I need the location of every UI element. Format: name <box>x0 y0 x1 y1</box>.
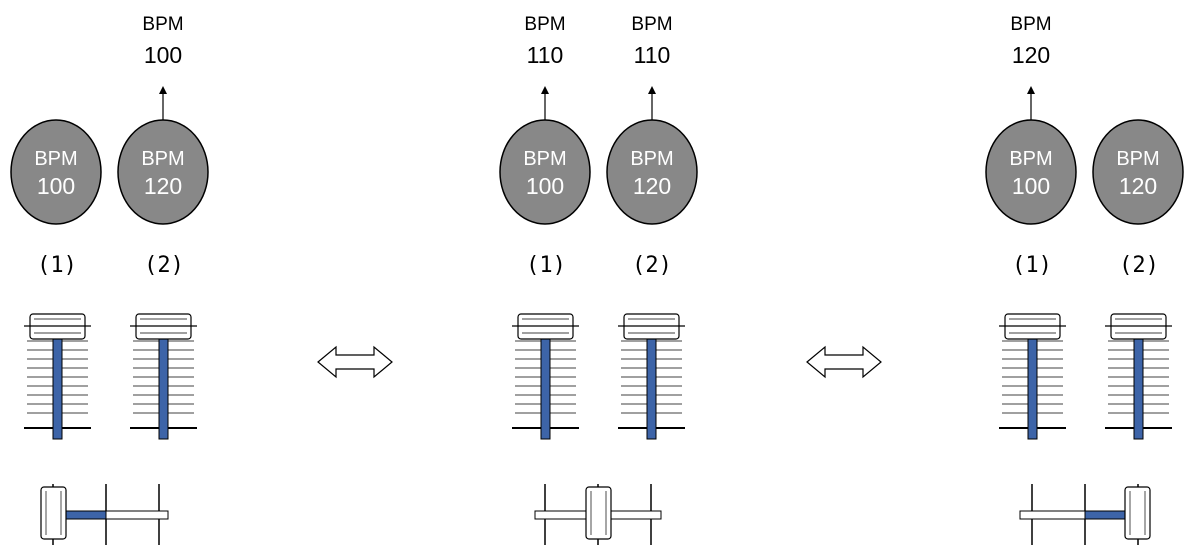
double-arrow-icon <box>317 345 393 379</box>
deck-2-disc: BPM 120 <box>606 119 698 225</box>
panel-1: BPM 100 BPM 100 BPM 120 (1) (2) <box>10 14 209 545</box>
double-arrow-icon <box>806 345 882 379</box>
deck-bpm-label: BPM <box>523 148 566 170</box>
output-bpm-label: BPM <box>142 14 183 35</box>
deck-bpm-value: 120 <box>1119 173 1157 199</box>
deck-bpm-value: 120 <box>633 173 671 199</box>
channel-fader-2 <box>130 313 197 440</box>
deck-bpm-value: 100 <box>1012 173 1050 199</box>
panel-3: BPM 120 BPM 100 BPM 120 (1) (2) <box>985 14 1184 545</box>
crossfader <box>40 484 169 545</box>
deck-bpm-label: BPM <box>1009 148 1052 170</box>
deck-number: (1) <box>37 253 77 278</box>
deck-number: (2) <box>144 253 184 278</box>
deck-number: (2) <box>632 253 672 278</box>
channel-fader-2 <box>618 313 685 440</box>
deck-1-disc: BPM 100 <box>499 119 591 225</box>
deck-bpm-label: BPM <box>34 148 77 170</box>
crossfader <box>534 484 662 545</box>
deck-2-disc: BPM 120 <box>117 119 209 225</box>
output-bpm-value: 100 <box>144 42 182 68</box>
deck-number: (1) <box>1012 253 1052 278</box>
channel-fader-1 <box>512 313 579 440</box>
channel-fader-1 <box>24 313 91 440</box>
output-bpm-label: BPM <box>631 14 672 35</box>
channel-fader-2 <box>1105 313 1172 440</box>
output-bpm-value: 110 <box>634 42 671 68</box>
output-bpm-value: 110 <box>527 42 564 68</box>
output-bpm-label: BPM <box>524 14 565 35</box>
output-bpm-value: 120 <box>1012 42 1050 68</box>
output-bpm-label: BPM <box>1010 14 1051 35</box>
deck-number: (2) <box>1119 253 1159 278</box>
deck-bpm-value: 100 <box>526 173 564 199</box>
deck-1-disc: BPM 100 <box>985 119 1077 225</box>
panel-2: BPM 110 BPM 110 BPM 100 BPM 120 (1) (2) <box>499 14 698 545</box>
channel-fader-1 <box>999 313 1066 440</box>
deck-2-disc: BPM 120 <box>1092 119 1184 225</box>
deck-1-disc: BPM 100 <box>10 119 102 225</box>
deck-number: (1) <box>526 253 566 278</box>
deck-bpm-label: BPM <box>141 148 184 170</box>
deck-bpm-value: 100 <box>37 173 75 199</box>
deck-bpm-label: BPM <box>630 148 673 170</box>
deck-bpm-value: 120 <box>144 173 182 199</box>
deck-bpm-label: BPM <box>1116 148 1159 170</box>
crossfader <box>1019 484 1151 545</box>
